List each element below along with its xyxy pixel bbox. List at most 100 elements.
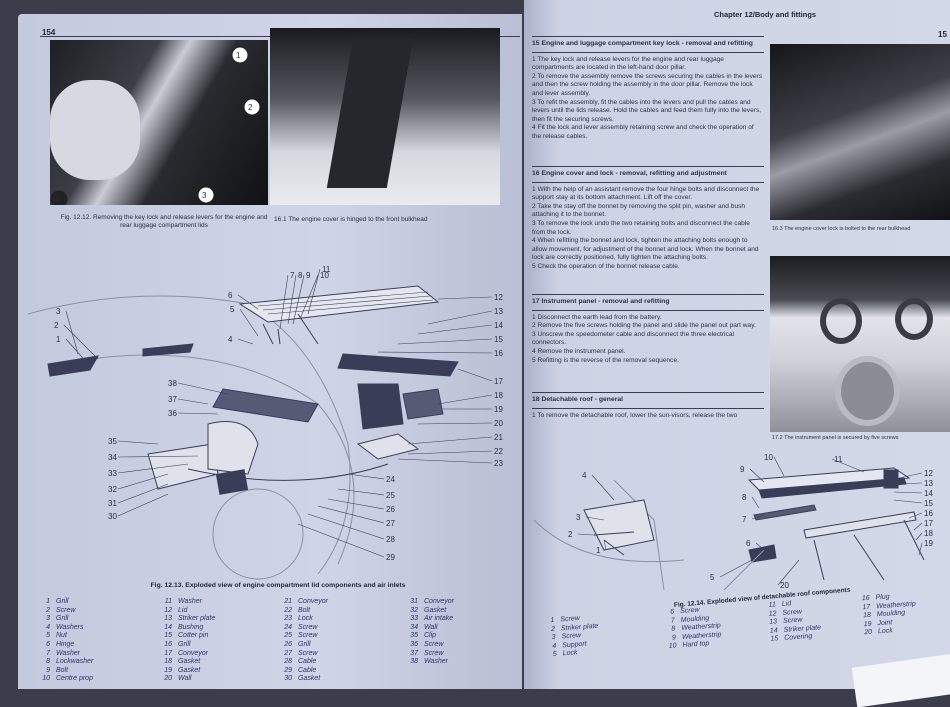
legend-number: 18	[164, 658, 172, 666]
legend-label: Wall	[424, 623, 438, 631]
legend-number: 15	[164, 632, 172, 640]
legend-label: Gasket	[178, 666, 201, 674]
paragraph: 2 Remove the five screws holding the pan…	[532, 322, 756, 330]
callout-number: 36	[168, 409, 177, 418]
photo-engine-cover-hinge	[270, 28, 500, 205]
legend-label: Screw	[424, 640, 444, 648]
legend-label: Cable	[298, 666, 317, 674]
legend-label: Screw	[560, 615, 581, 624]
leader-line	[585, 516, 605, 521]
leader-line	[287, 274, 297, 325]
callout-number: 6	[228, 291, 233, 300]
leader-line	[117, 493, 169, 517]
legend-label: Grill	[298, 640, 311, 648]
callout-number: 7	[742, 515, 747, 524]
leader-line	[407, 436, 493, 445]
callout-number: 16	[494, 349, 503, 358]
leader-line	[237, 338, 254, 345]
leader-line	[773, 456, 785, 477]
paragraph: 5 Check the operation of the bonnet rele…	[532, 262, 680, 270]
legend-number: 1	[46, 598, 50, 605]
leader-line	[457, 368, 493, 382]
leader-line	[327, 498, 385, 510]
callout-number: 5	[710, 573, 715, 582]
callout-number: 2	[248, 103, 253, 112]
callout-number: 9	[306, 271, 311, 280]
callout-circle	[231, 46, 249, 64]
legend-label: Screw	[679, 606, 700, 616]
legend-label: Nut	[56, 632, 67, 640]
callout-number: 12	[494, 293, 503, 302]
legend-number: 9	[46, 666, 50, 674]
callout-number: 28	[386, 535, 395, 544]
legend-label: Joint	[877, 619, 893, 628]
legend-number: 29	[284, 666, 292, 674]
legend-number: 22	[284, 606, 292, 614]
legend-number: 15	[770, 635, 779, 644]
callout-number: 10	[320, 271, 329, 280]
legend-number: 20	[864, 629, 873, 637]
leader-line	[297, 523, 385, 558]
leader-line	[279, 274, 289, 330]
callout-number: 38	[168, 379, 177, 388]
leader-line	[437, 296, 493, 300]
paragraph: 4 Remove the instrument panel.	[532, 347, 626, 355]
leader-line	[893, 499, 923, 504]
legend-label: Striker plate	[560, 622, 599, 632]
legend-label: Clip	[424, 632, 437, 640]
callout-number: 14	[924, 489, 933, 498]
legend-label: Weatherstrip	[681, 630, 722, 641]
leader-line	[237, 294, 259, 310]
leader-line	[918, 542, 923, 556]
legend-label: Screw	[56, 606, 76, 614]
legend-label: Lid	[781, 600, 792, 608]
section-15: 15 Engine and luggage compartment key lo…	[532, 36, 764, 142]
caption-16-3: 16.3 The engine cover lock is bolted to …	[772, 226, 911, 232]
legend-label: Screw	[782, 608, 803, 617]
leader-line	[437, 394, 493, 405]
legend-number: 32	[410, 606, 418, 614]
leader-line	[299, 274, 319, 320]
legend-number: 36	[410, 640, 418, 648]
callout-number: 1	[236, 51, 241, 60]
callout-number: 11	[834, 455, 843, 464]
callout-number: 27	[386, 519, 395, 528]
legend-label: Lid	[178, 606, 188, 614]
callout-number: 15	[924, 499, 933, 508]
callout-circle	[243, 98, 261, 116]
legend-number: 25	[284, 632, 292, 640]
legend-label: Moulding	[680, 614, 710, 624]
photo-instrument-panel	[770, 256, 950, 432]
legend-number: 21	[284, 598, 292, 605]
hinge-shape	[326, 38, 414, 188]
leader-line	[407, 450, 493, 455]
callout-number: 29	[386, 553, 395, 562]
section-title: 15 Engine and luggage compartment key lo…	[532, 36, 764, 53]
callout-number: 4	[228, 335, 233, 344]
leader-line	[347, 473, 385, 480]
legend-label: Striker plate	[783, 624, 822, 634]
callout-number: 2	[568, 530, 573, 539]
leader-line	[751, 496, 760, 509]
legend-label: Screw	[298, 632, 318, 640]
legend-label: Gasket	[178, 658, 201, 666]
callout-number: 12	[924, 469, 933, 478]
leader-line	[893, 491, 923, 494]
